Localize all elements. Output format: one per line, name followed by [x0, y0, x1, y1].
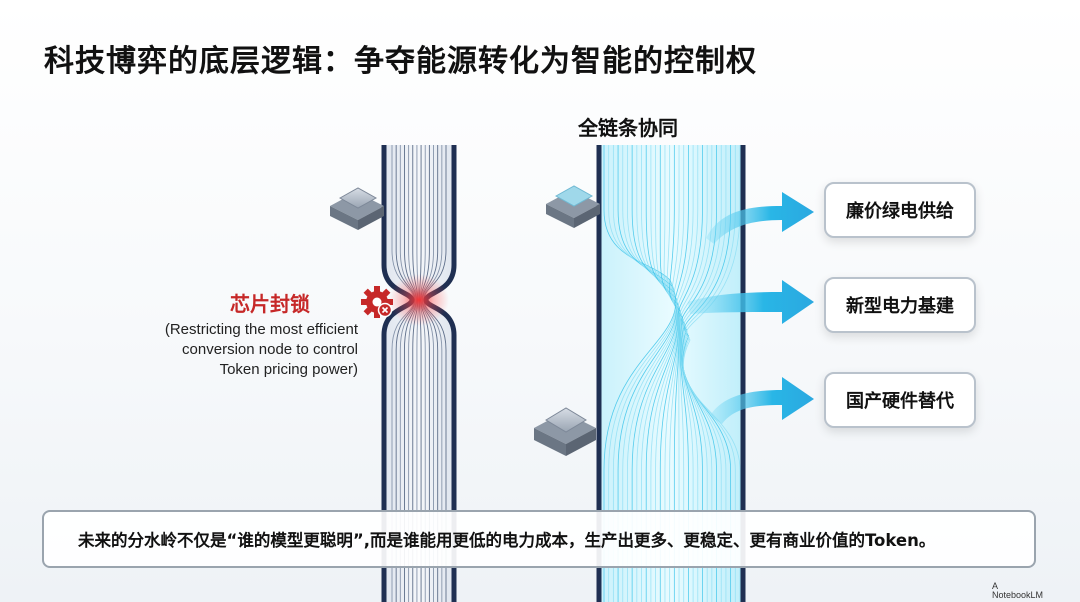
choke-glow: [389, 274, 449, 326]
right-pipe-flow-lines: [603, 145, 741, 602]
watermark: A NotebookLM: [992, 582, 1043, 600]
chip-icon: [330, 187, 384, 230]
page-title: 科技博弈的底层逻辑：争夺能源转化为智能的控制权: [44, 44, 757, 79]
flow-line: [681, 145, 722, 602]
flow-line: [683, 145, 741, 602]
arrow-right-icon: [706, 192, 814, 244]
conclusion-text: 未来的分水岭不仅是“谁的模型更聪明”,而是谁能用更低的电力成本，生产出更多、更稳…: [78, 531, 936, 550]
output-box-domestic-hardware: 国产硬件替代: [824, 372, 976, 428]
flow-line: [675, 145, 694, 602]
flow-line: [682, 145, 736, 602]
flow-line: [666, 145, 681, 602]
chip-blockade-label: 芯片封锁: [230, 292, 310, 316]
flow-line: [682, 145, 732, 602]
subtitle-full-chain: 全链条协同: [578, 116, 678, 140]
flow-line: [682, 145, 727, 602]
conclusion-callout: 未来的分水岭不仅是“谁的模型更聪明”,而是谁能用更低的电力成本，生产出更多、更稳…: [42, 510, 1036, 568]
chip-note-line: conversion node to control: [182, 341, 358, 358]
flow-line: [681, 145, 717, 602]
arrow-right-icon: [710, 377, 814, 424]
flow-line: [677, 145, 699, 602]
chip-blockade-note: (Restricting the most efficient conversi…: [128, 320, 358, 380]
watermark-line: A: [992, 581, 999, 591]
output-box-green-power: 廉价绿电供给: [824, 182, 976, 238]
flow-line: [672, 145, 685, 602]
chip-icon: [534, 407, 596, 456]
gear-blocked-icon: [361, 286, 393, 318]
output-box-power-infrastructure: 新型电力基建: [824, 277, 976, 333]
arrow-right-icon: [688, 280, 814, 324]
chip-note-line: Token pricing power): [219, 361, 358, 378]
chip-note-line: (Restricting the most efficient: [164, 321, 358, 338]
watermark-line: NotebookLM: [992, 590, 1044, 600]
chip-icon: [546, 185, 600, 228]
left-pipe: [381, 145, 457, 602]
flow-line: [671, 145, 682, 602]
